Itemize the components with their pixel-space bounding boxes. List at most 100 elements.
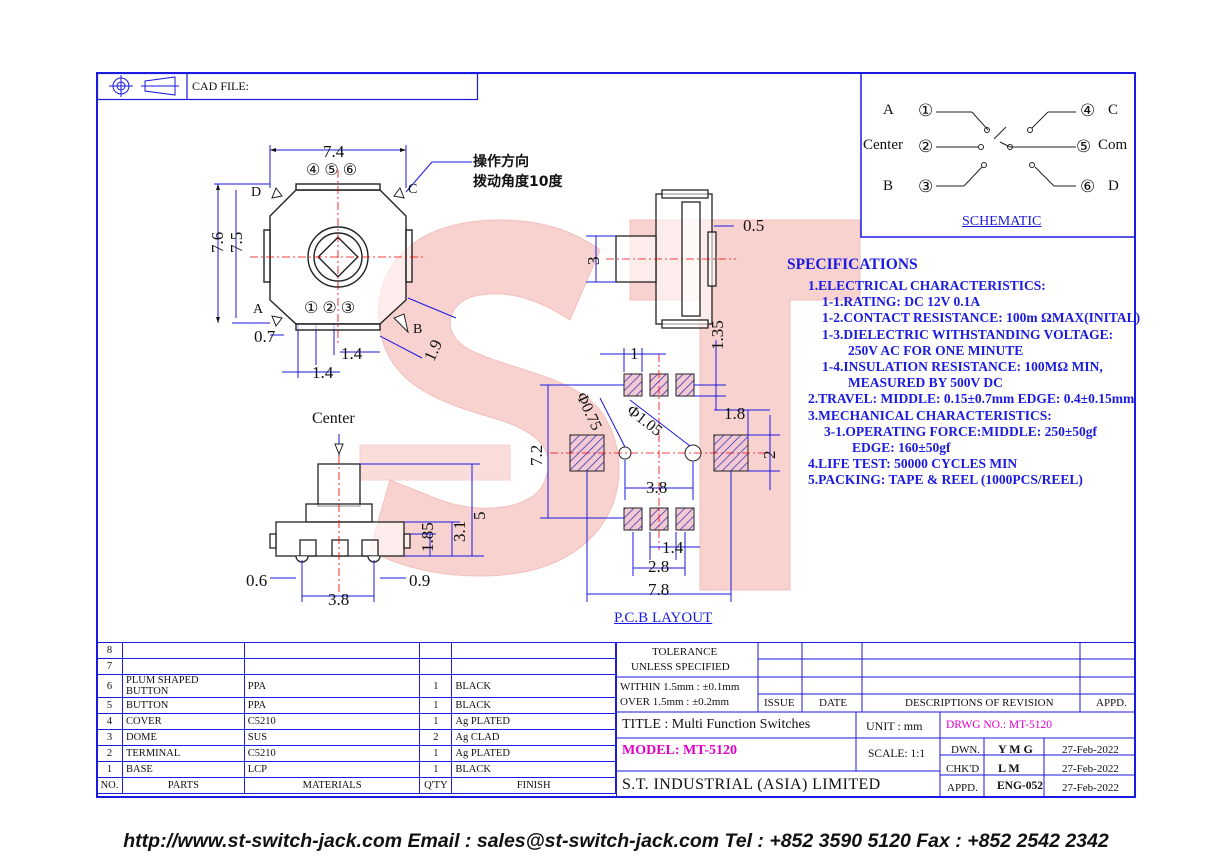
spec-line: 250V AC FOR ONE MINUTE xyxy=(848,342,1024,358)
spec-line: 2.TRAVEL: MIDDLE: 0.15±0.7mm EDGE: 0.4±0… xyxy=(808,391,1135,407)
revision-date: DATE xyxy=(819,697,848,709)
side-view-drawing xyxy=(586,189,736,329)
pcb-dim-14: 1.4 xyxy=(662,538,684,557)
table-row: 8 xyxy=(96,642,616,659)
chkd-date: 27-Feb-2022 xyxy=(1062,763,1119,775)
table-row: 7 xyxy=(96,658,616,675)
table-header-row: NO. PARTS MATERIALS Q'TY FINISH xyxy=(96,777,616,794)
spec-line: 1-1.RATING: DC 12V 0.1A xyxy=(822,294,981,310)
spec-line: 3-1.OPERATING FORCE:MIDDLE: 250±50gf xyxy=(824,423,1098,439)
schematic-pin-6: ⑥ xyxy=(1080,177,1096,196)
title-block-grid xyxy=(616,642,1135,797)
pcb-dim-18: 1.8 xyxy=(724,404,746,423)
top-height-dim-1: 7.6 xyxy=(208,231,227,253)
schematic-pin-5: ⑤ xyxy=(1076,137,1092,156)
chkd-value: L M xyxy=(998,761,1020,775)
front-center-label: Center xyxy=(312,410,355,427)
pcb-pad xyxy=(623,507,643,531)
projection-cone-icon xyxy=(144,76,176,96)
pcb-dim-78: 7.8 xyxy=(648,580,670,599)
scale-label: SCALE: 1:1 xyxy=(868,748,926,760)
pcb-layout-drawing xyxy=(540,340,780,602)
schematic-left-center: Center xyxy=(863,137,903,153)
revision-appd: APPD. xyxy=(1096,697,1127,709)
contact-footer: http://www.st-switch-jack.com Email : sa… xyxy=(123,830,1109,852)
top-pins-top: ④ ⑤ ⑥ xyxy=(306,162,358,179)
top-dim-07: 0.7 xyxy=(254,327,276,346)
pcb-dim-28: 2.8 xyxy=(648,557,670,576)
front-dim-38: 3.8 xyxy=(328,590,350,609)
schematic-right-com: Com xyxy=(1098,137,1128,153)
appd-value: ENG-052 xyxy=(997,780,1043,792)
spec-line: 1.ELECTRICAL CHARACTERISTICS: xyxy=(808,278,1046,293)
spec-line: MEASURED BY 500V DC xyxy=(848,375,1003,391)
drawing-title: TITLE : Multi Function Switches xyxy=(622,717,811,732)
appd-date: 27-Feb-2022 xyxy=(1062,782,1119,794)
appd-label: APPD. xyxy=(947,782,978,794)
spec-line: 3.MECHANICAL CHARACTERISTICS: xyxy=(808,407,1052,423)
spec-line: 1-4.INSULATION RESISTANCE: 100MΩ MIN, xyxy=(822,359,1103,375)
schematic-pin-3: ③ xyxy=(918,177,934,196)
spec-line: 4.LIFE TEST: 50000 CYCLES MIN xyxy=(808,456,1018,472)
revision-issue: ISSUE xyxy=(764,697,795,709)
front-dim-185: 1.85 xyxy=(418,522,437,552)
drwg-no: DRWG NO.: MT-5120 xyxy=(946,719,1052,731)
pcb-pad xyxy=(675,507,695,531)
top-dim-14b: 1.4 xyxy=(312,363,334,382)
dwn-label: DWN. xyxy=(951,744,981,756)
top-label-a: A xyxy=(253,302,264,317)
front-dim-31: 3.1 xyxy=(450,520,469,542)
tolerance-line1: TOLERANCE xyxy=(652,646,718,658)
pcb-dim-2: 2 xyxy=(760,450,779,460)
spec-line: 5.PACKING: TAPE & REEL (1000PCS/REEL) xyxy=(808,472,1083,488)
pcb-pad xyxy=(675,373,695,397)
pcb-layout-label: P.C.B LAYOUT xyxy=(614,610,713,626)
side-dim-05: 0.5 xyxy=(743,216,765,235)
tolerance-line2: UNLESS SPECIFIED xyxy=(631,661,730,673)
pcb-pad xyxy=(623,373,643,397)
schematic-diagram xyxy=(860,72,1136,238)
revision-description: DESCRIPTIONS OF REVISION xyxy=(905,697,1054,709)
top-label-c: C xyxy=(408,182,418,197)
tolerance-within: WITHIN 1.5mm : ±0.1mm xyxy=(620,681,740,693)
spec-list: 1.ELECTRICAL CHARACTERISTICS: 1-1.RATING… xyxy=(808,278,1140,489)
dwn-date: 27-Feb-2022 xyxy=(1062,744,1119,756)
top-label-d: D xyxy=(251,185,262,200)
front-dim-5: 5 xyxy=(470,511,489,521)
schematic-pin-1: ① xyxy=(918,101,934,120)
pcb-dim-1: 1 xyxy=(630,344,639,363)
spec-line: EDGE: 160±50gf xyxy=(852,440,951,456)
top-pins-bottom: ① ② ③ xyxy=(304,300,356,317)
pcb-dim-38: 3.8 xyxy=(646,478,668,497)
dwn-value: Y M G xyxy=(998,742,1033,756)
direction-note-2: 拨动角度10度 xyxy=(473,174,563,190)
schematic-pin-2: ② xyxy=(918,137,934,156)
top-height-dim-2: 7.5 xyxy=(227,231,246,253)
top-width-dim: 7.4 xyxy=(323,142,345,161)
cad-file-label: CAD FILE: xyxy=(192,79,249,93)
tolerance-over: OVER 1.5mm : ±0.2mm xyxy=(620,696,730,708)
front-dim-06: 0.6 xyxy=(246,571,268,590)
front-view-drawing xyxy=(269,434,484,602)
direction-note-1: 操作方向 xyxy=(473,154,529,170)
schematic-left-b: B xyxy=(883,178,894,194)
schematic-right-d: D xyxy=(1108,178,1119,194)
unit-label: UNIT : mm xyxy=(866,719,923,733)
side-dim-3: 3 xyxy=(584,256,603,266)
company-name: S.T. INDUSTRIAL (ASIA) LIMITED xyxy=(622,776,881,793)
schematic-pin-4: ④ xyxy=(1080,101,1096,120)
cad-file-box xyxy=(97,73,479,101)
schematic-right-c: C xyxy=(1108,102,1119,118)
spec-heading: SPECIFICATIONS xyxy=(787,256,918,273)
pcb-dim-135: 1.35 xyxy=(708,320,727,350)
spec-line: 1-2.CONTACT RESISTANCE: 100m ΩMAX(INITAL… xyxy=(822,310,1141,326)
pcb-dim-72: 7.2 xyxy=(527,444,546,466)
schematic-label: SCHEMATIC xyxy=(962,214,1042,229)
